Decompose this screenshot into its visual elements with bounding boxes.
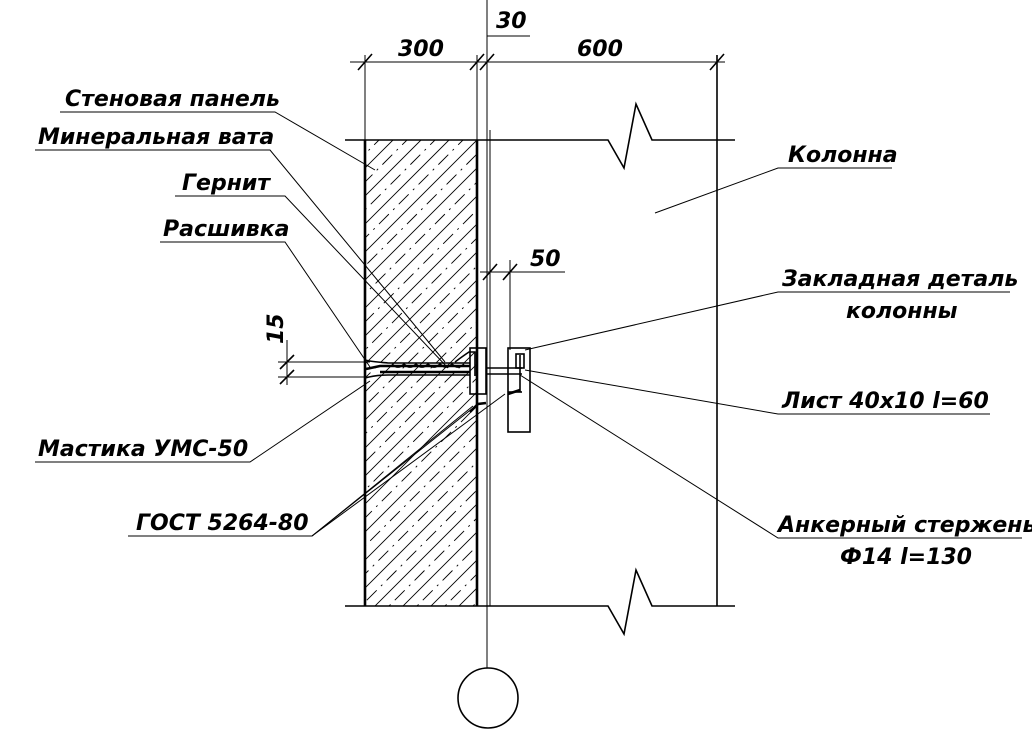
hatch-line [365,140,366,141]
hatch-dash-line [365,377,477,491]
hatch-dash-line [365,209,477,323]
hatch-line [365,307,477,421]
top-break-line [345,101,735,171]
label-embedded-part-line2: колонны [846,299,958,324]
hatch-dash-line [365,433,477,547]
hatch-line [365,140,450,225]
label-gernit: Гернит [182,171,271,196]
hatch-line [365,335,477,449]
label-anchor-rod: Анкерный стержень [776,513,1032,538]
hatch-dash-line [388,517,477,606]
dim-joint-15: 15 [264,313,289,344]
label-mineral-wool: Минеральная вата [38,125,274,150]
label-gost: ГОСТ 5264-80 [136,511,309,536]
dim-column-600: 600 [577,37,623,62]
label-anchor-rod-line2: Ф14 l=130 [840,545,972,570]
anchor-offset-dimension [480,260,565,350]
dim-panel-300: 300 [398,37,444,62]
hatch-line [365,140,394,169]
hatch-line [365,140,422,197]
label-embedded-part: Закладная деталь [781,267,1018,292]
hatch-line [365,419,477,533]
anchor-assembly [486,347,531,433]
label-pointing: Расшивка [163,217,290,242]
hatch-line [402,531,477,606]
hatch-dash-line [365,461,477,575]
weld-mark-2 [507,388,521,396]
hatch-dash-line [365,140,464,239]
panel-hatching [365,140,1032,620]
axis-bubble [457,667,519,729]
hatch-line [365,251,477,365]
hatch-line [374,503,477,606]
hatch-dash-line [365,140,436,211]
hatch-dash-line [365,237,477,351]
hatch-line [365,279,477,393]
hatch-dash-line [365,140,380,155]
bottom-break-line [345,567,735,637]
label-plate: Лист 40х10 l=60 [781,389,989,414]
hatch-dash-line [365,405,477,519]
top-dimensions [350,35,725,140]
dim-gap-30: 30 [496,9,527,34]
hatch-line [365,447,477,561]
joint-height-dimension [278,340,370,385]
hatch-dash-line [365,293,477,407]
joint-sealing [364,347,487,395]
hatch-line [365,167,477,281]
hatch-dash-line [365,489,477,603]
label-mastic: Мастика УМС-50 [38,437,248,462]
dim-anchor-50: 50 [530,247,561,272]
hatch-dash-line [444,573,477,606]
hatch-line [365,140,477,253]
hatch-line [365,475,477,589]
hatch-dash-line [365,181,477,295]
hatch-dash-line [365,349,477,463]
hatch-line [365,195,477,309]
leader-lines [35,111,1022,539]
hatch-line [365,363,477,477]
hatch-dash-line [365,265,477,379]
label-column: Колонна [788,143,898,168]
hatch-line [641,140,1032,620]
hatch-dash-line [365,140,408,183]
hatch-dash-line [365,321,477,435]
label-wall-panel: Стеновая панель [65,87,280,112]
hatch-dash-line [365,153,477,267]
